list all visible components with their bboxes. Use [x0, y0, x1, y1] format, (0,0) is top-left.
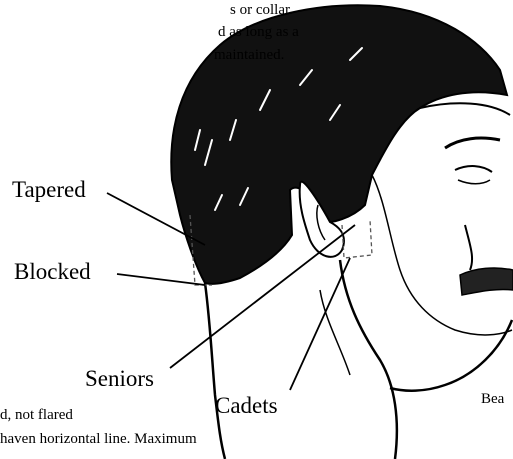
- jaw-line: [390, 320, 512, 391]
- blocked-label: Blocked: [14, 260, 91, 283]
- face-profile: [420, 103, 510, 115]
- cadets-label: Cadets: [215, 394, 278, 417]
- neck-back: [205, 283, 225, 459]
- neck-front: [340, 260, 397, 459]
- neck-mid: [320, 290, 350, 375]
- bottom-text-line-1: d, not flared: [0, 408, 73, 423]
- mustache: [460, 268, 513, 295]
- cheek-line: [465, 225, 472, 270]
- bottom-text-line-2: haven horizontal line. Maximum: [0, 432, 197, 447]
- eyebrow: [445, 138, 500, 148]
- seniors-label: Seniors: [85, 367, 154, 390]
- top-text-line-3: maintained.: [214, 48, 284, 63]
- face-front: [372, 175, 512, 335]
- right-edge-text: Bea: [481, 392, 504, 407]
- tapered-label: Tapered: [12, 178, 86, 201]
- top-text-line-2: d as long as a: [218, 25, 299, 40]
- eye: [455, 166, 492, 172]
- eye-lower: [458, 180, 490, 184]
- top-text-line-1: s or collar.: [230, 3, 293, 18]
